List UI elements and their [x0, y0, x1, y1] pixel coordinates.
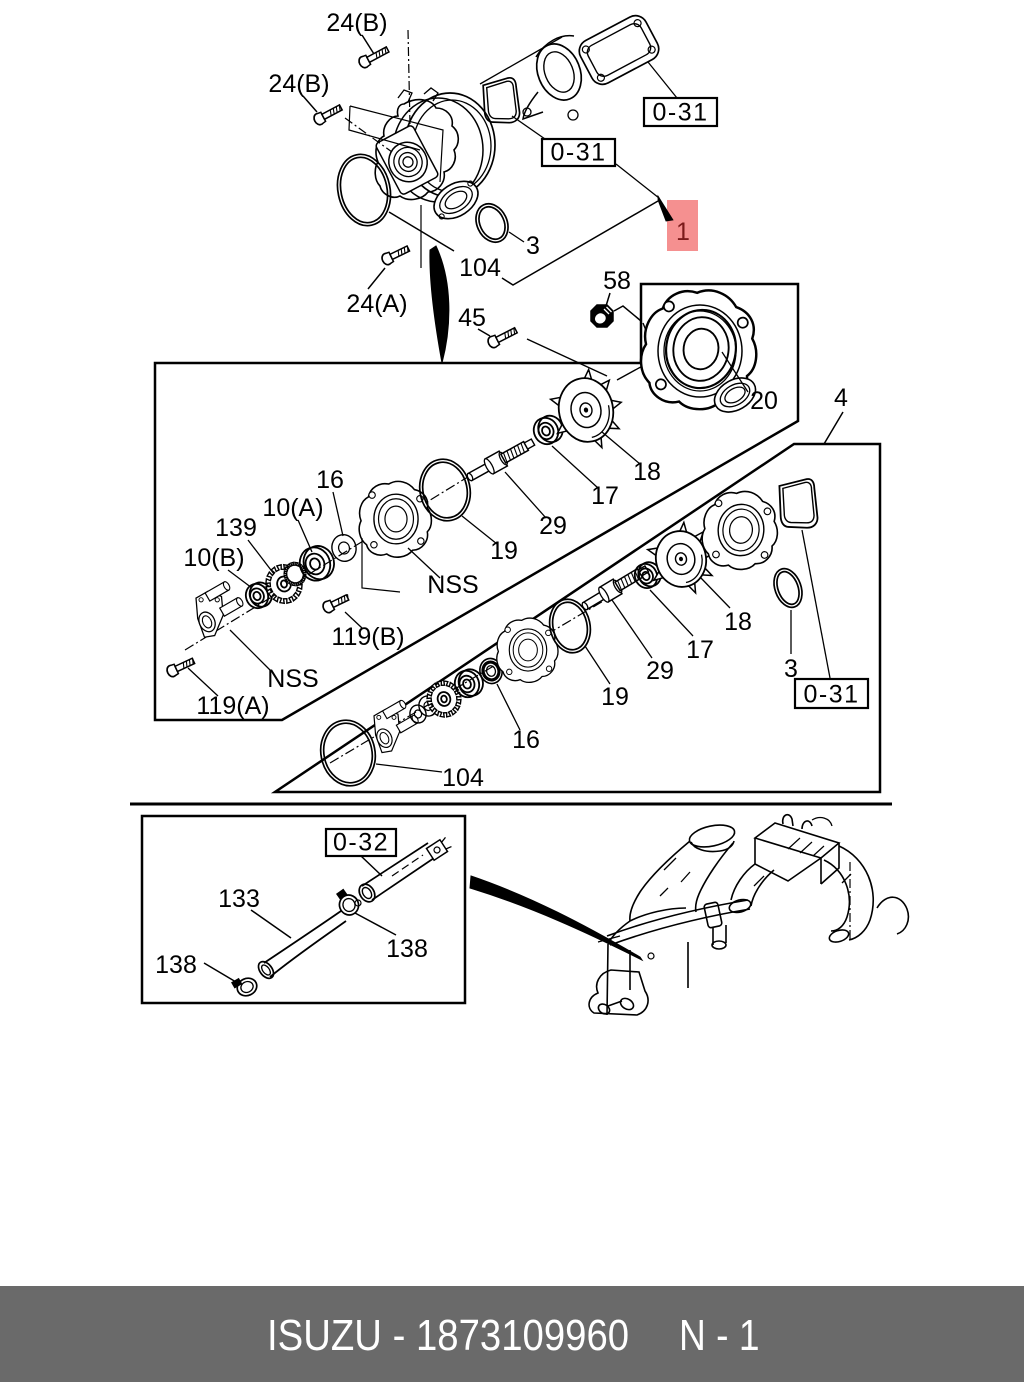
svg-text:24(B): 24(B) [268, 70, 329, 98]
svg-text:19: 19 [601, 683, 629, 711]
svg-text:104: 104 [459, 254, 501, 282]
svg-text:45: 45 [458, 304, 486, 332]
svg-text:17: 17 [686, 636, 714, 664]
svg-text:119(A): 119(A) [196, 692, 269, 720]
svg-text:16: 16 [512, 726, 540, 754]
svg-text:29: 29 [539, 512, 567, 540]
svg-text:3: 3 [784, 655, 798, 683]
svg-text:119(B): 119(B) [331, 623, 404, 651]
svg-text:20: 20 [750, 387, 778, 415]
svg-text:24(A): 24(A) [346, 290, 407, 318]
svg-text:18: 18 [724, 608, 752, 636]
svg-text:24(B): 24(B) [326, 9, 387, 37]
svg-text:4: 4 [834, 384, 848, 412]
svg-text:ISUZU - 1873109960: ISUZU - 1873109960 [267, 1311, 629, 1360]
svg-text:N - 1: N - 1 [679, 1310, 760, 1360]
svg-text:58: 58 [603, 267, 631, 295]
svg-text:NSS: NSS [267, 665, 318, 693]
svg-text:0-31: 0-31 [652, 99, 708, 127]
svg-text:0-31: 0-31 [803, 681, 859, 709]
svg-text:10(B): 10(B) [183, 544, 244, 572]
svg-text:0-31: 0-31 [550, 139, 606, 167]
svg-text:3: 3 [526, 232, 540, 260]
svg-text:133: 133 [218, 885, 260, 913]
svg-text:16: 16 [316, 466, 344, 494]
svg-text:29: 29 [646, 657, 674, 685]
svg-text:NSS: NSS [427, 571, 478, 599]
svg-text:139: 139 [215, 514, 257, 542]
svg-text:138: 138 [155, 951, 197, 979]
svg-text:1: 1 [676, 218, 690, 246]
svg-text:10(A): 10(A) [262, 494, 323, 522]
svg-text:0-32: 0-32 [333, 829, 389, 857]
svg-text:138: 138 [386, 935, 428, 963]
svg-text:104: 104 [442, 764, 484, 792]
